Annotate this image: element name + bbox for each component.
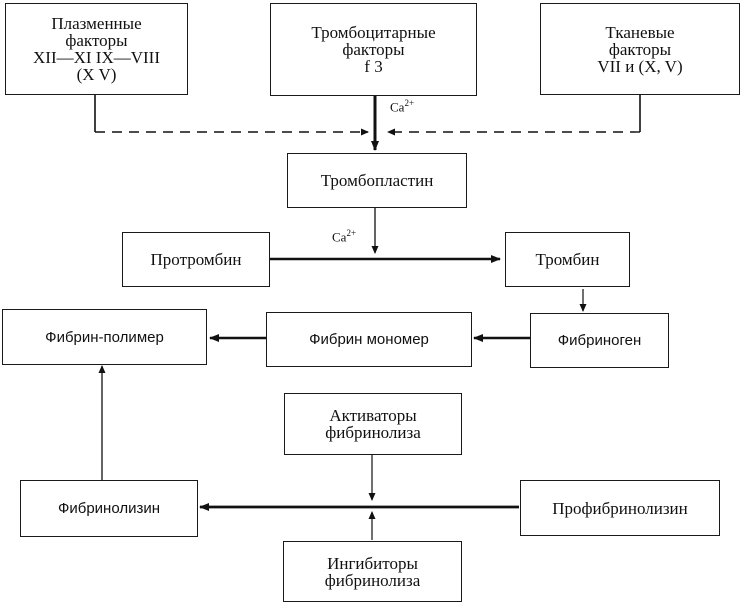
tissue-factors-box: Тканевые факторы VII и (X, V)	[540, 3, 740, 95]
prothrombin-box: Протромбин	[122, 232, 270, 287]
activators-box: Активаторы фибринолиза	[284, 393, 462, 455]
calcium-text-top: Ca	[390, 99, 405, 115]
plasma-line-3: XII—XI IX—VIII	[33, 48, 160, 67]
platelet-line-3: f 3	[364, 57, 383, 76]
tissue-line-1: Тканевые	[605, 22, 675, 42]
fibrin-monomer-box: Фибрин мономер	[266, 312, 472, 367]
fibrinogen-box: Фибриноген	[530, 313, 669, 368]
calcium-text-mid: Ca	[332, 229, 347, 245]
fibrin-polymer-label: Фибрин-полимер	[45, 328, 164, 346]
profibrinolysin-label: Профибринолизин	[552, 498, 688, 518]
fibrinogen-label: Фибриноген	[557, 332, 642, 349]
activators-line-2: фибринолиза	[325, 423, 421, 442]
plasma-connector	[94, 95, 369, 136]
calcium-charge-top: 2+	[404, 98, 415, 108]
thrombin-box: Тромбин	[505, 232, 630, 287]
fibrin-polymer-box: Фибрин-полимер	[2, 309, 207, 365]
fibrinolysin-label: Фибринолизин	[57, 500, 161, 517]
calcium-charge-mid: 2+	[346, 228, 357, 238]
thromboplastin-label: Тромбопластин	[320, 171, 434, 190]
inhibitors-box: Ингибиторы фибринолиза	[283, 541, 462, 602]
fibrinolysin-box: Фибринолизин	[20, 480, 198, 537]
tissue-line-2: факторы	[608, 39, 672, 59]
platelet-factors-box: Тромбоцитарные факторы f 3	[270, 3, 477, 96]
plasma-line-2: факторы	[65, 31, 128, 50]
plasma-line-4: (X V)	[76, 65, 117, 84]
inhibitors-line-2: фибринолиза	[324, 570, 421, 590]
tissue-line-3: VII и (X, V)	[597, 56, 683, 76]
calcium-label-top: Ca2+	[390, 98, 414, 115]
prothrombin-label: Протромбин	[150, 250, 242, 269]
fibrin-monomer-label: Фибрин мономер	[309, 331, 429, 348]
profibrinolysin-box: Профибринолизин	[520, 480, 720, 536]
platelet-line-1: Тромбоцитарные	[311, 23, 436, 42]
tissue-connector	[387, 95, 641, 136]
platelet-line-2: факторы	[342, 40, 405, 59]
inhibitors-line-1: Ингибиторы	[327, 553, 418, 573]
thrombin-label: Тромбин	[535, 250, 600, 269]
plasma-factors-box: Плазменные факторы XII—XI IX—VIII (X V)	[5, 3, 188, 95]
calcium-label-mid: Ca2+	[332, 228, 356, 245]
activators-line-1: Активаторы	[329, 406, 417, 425]
plasma-line-1: Плазменные	[51, 14, 142, 33]
thromboplastin-box: Тромбопластин	[287, 153, 467, 208]
